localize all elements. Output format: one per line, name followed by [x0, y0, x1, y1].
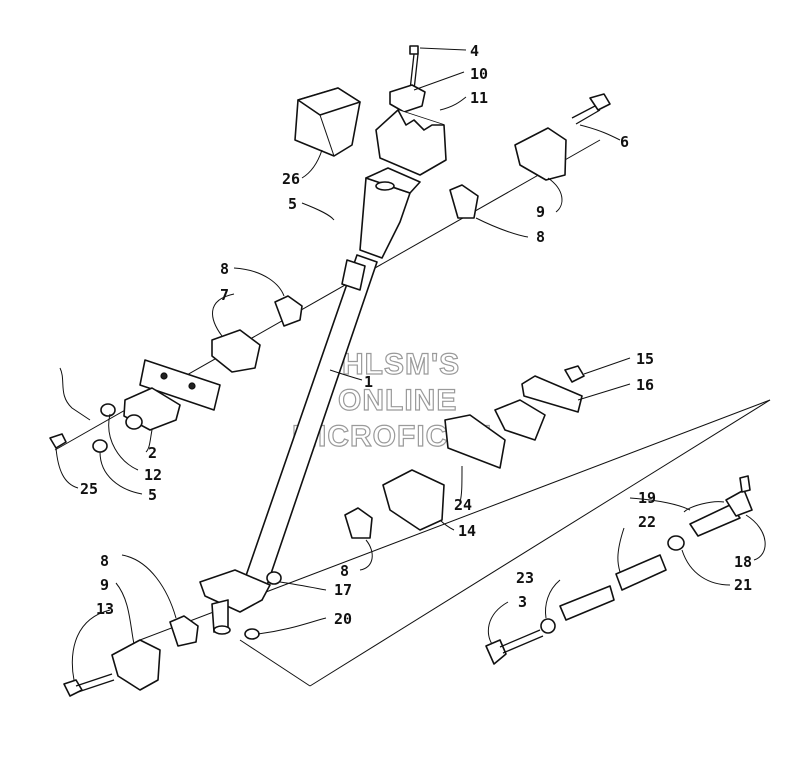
callout-14: 14 [458, 522, 476, 540]
callout-2: 2 [148, 444, 157, 462]
callout-labels: 4 10 11 6 26 5 9 8 8 7 1 15 16 2 12 25 5… [80, 42, 752, 628]
callout-9-upper: 9 [536, 203, 545, 221]
cover-26 [294, 87, 361, 157]
callout-25: 25 [80, 480, 98, 498]
leader-lines [55, 47, 766, 681]
callout-16: 16 [636, 376, 654, 394]
upper-clamp-parts [375, 45, 447, 176]
callout-7: 7 [220, 286, 229, 304]
callout-8-lower-left: 8 [100, 552, 109, 570]
callout-9-lower: 9 [100, 576, 109, 594]
callout-5-lower: 5 [148, 486, 157, 504]
callout-5-upper: 5 [288, 195, 297, 213]
upper-right-clamp [449, 93, 611, 219]
watermark-line-1: HLSM'S [342, 348, 460, 381]
callout-1: 1 [364, 373, 373, 391]
callout-3: 3 [518, 593, 527, 611]
callout-6: 6 [620, 133, 629, 151]
callout-13: 13 [96, 600, 114, 618]
callout-24: 24 [454, 496, 472, 514]
callout-22: 22 [638, 513, 656, 531]
callout-12: 12 [144, 466, 162, 484]
left-clamp-parts [49, 295, 303, 453]
callout-4: 4 [470, 42, 479, 60]
callout-23: 23 [516, 569, 534, 587]
callout-15: 15 [636, 350, 654, 368]
watermark-line-2: ONLINE [338, 384, 457, 417]
tie-rod-assembly [485, 475, 753, 665]
callout-19: 19 [638, 489, 656, 507]
callout-20: 20 [334, 610, 352, 628]
callout-10: 10 [470, 65, 488, 83]
callout-17: 17 [334, 581, 352, 599]
lower-left-clamp [63, 571, 282, 697]
callout-11: 11 [470, 89, 488, 107]
callout-8-upper-right: 8 [536, 228, 545, 246]
callout-26: 26 [282, 170, 300, 188]
callout-8-upper-left: 8 [220, 260, 229, 278]
steering-post [199, 167, 421, 635]
callout-21: 21 [734, 576, 752, 594]
callout-18: 18 [734, 553, 752, 571]
callout-8-lower-middle: 8 [340, 562, 349, 580]
lower-right-clamp [344, 365, 585, 539]
